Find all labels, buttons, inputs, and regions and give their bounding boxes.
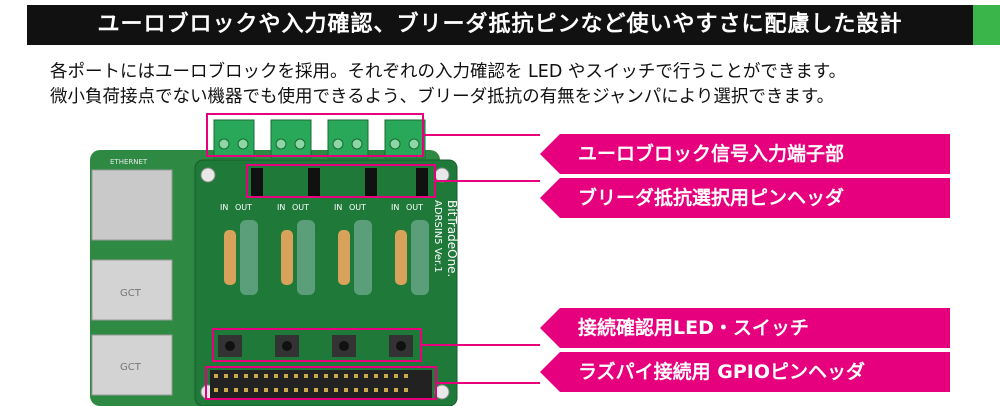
- leader-line: [422, 344, 550, 346]
- mount-hole: [200, 167, 216, 183]
- terminal-block: [270, 119, 312, 159]
- usb-label-lower: GCT: [120, 362, 142, 373]
- intro-line-2: 微小負荷接点でない機器でも使用できるよう、ブリーダ抵抗の有無をジャンパにより選択…: [50, 87, 835, 107]
- ethernet-label: ETHERNET: [110, 158, 148, 166]
- leader-line: [437, 382, 550, 384]
- terminal-block: [327, 119, 369, 159]
- intro-text: 各ポートにはユーロブロックを採用。それぞれの入力確認を LED やスイッチで行う…: [50, 60, 970, 110]
- highlight-jumpers: [246, 164, 436, 198]
- usb-label-upper: GCT: [120, 288, 142, 299]
- resistors: [224, 220, 429, 295]
- connector-label: IN: [391, 203, 399, 212]
- connector-label: OUT: [292, 203, 309, 212]
- highlight-terminal-blocks: [206, 113, 424, 157]
- callout-gpio-header: ラズパイ接続用 GPIOピンヘッダ: [540, 352, 950, 392]
- euro-terminal-blocks: [213, 119, 426, 159]
- connector-label: IN: [220, 203, 228, 212]
- connector-label: OUT: [406, 203, 423, 212]
- mount-hole: [434, 384, 450, 400]
- silkscreen-model: ADRSIN5 Ver.1: [432, 200, 443, 273]
- banner-accent-stripe: [973, 5, 1000, 45]
- connector-label: IN: [334, 203, 342, 212]
- connector-label: IN: [277, 203, 285, 212]
- terminal-block: [384, 119, 426, 159]
- leader-line: [424, 134, 550, 136]
- bleeder-jumpers: [251, 168, 428, 196]
- ethernet-port: [91, 169, 173, 241]
- highlight-leds-switches: [212, 328, 422, 362]
- terminal-block: [213, 119, 255, 159]
- usb-port-upper: [91, 259, 173, 321]
- callout-bleeder-header: ブリーダ抵抗選択用ピンヘッダ: [540, 178, 950, 218]
- silkscreen-brand: BitTradeOne.: [445, 200, 459, 277]
- leader-line: [436, 180, 550, 182]
- board-photo: GCT GCT ETHERNET IN OUT IN OUT IN OUT IN…: [90, 119, 459, 406]
- page-banner: ユーロブロックや入力確認、ブリーダ抵抗ピンなど使いやすさに配慮した設計: [27, 5, 973, 45]
- leds-switches: [218, 335, 413, 357]
- connector-label: OUT: [349, 203, 366, 212]
- highlight-gpio-header: [205, 366, 437, 400]
- callout-terminal-blocks: ユーロブロック信号入力端子部: [540, 134, 950, 174]
- callout-led-switch: 接続確認用LED・スイッチ: [540, 308, 950, 348]
- usb-port-lower: [91, 334, 173, 396]
- intro-line-1: 各ポートにはユーロブロックを採用。それぞれの入力確認を LED やスイッチで行う…: [50, 62, 847, 82]
- connector-label: OUT: [235, 203, 252, 212]
